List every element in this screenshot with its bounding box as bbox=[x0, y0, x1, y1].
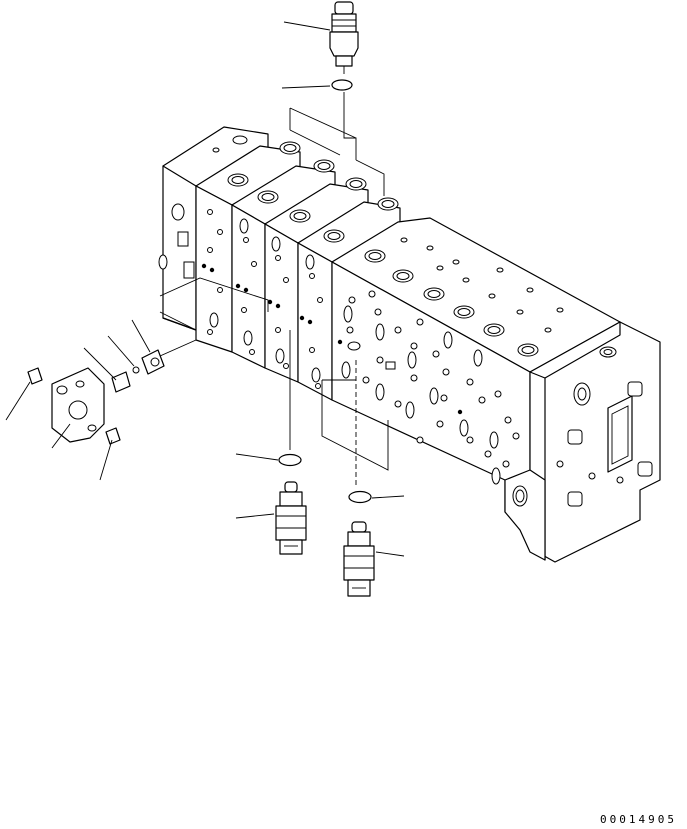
relief-valve-lower-left bbox=[275, 481, 307, 555]
leader-small-o-ring bbox=[107, 335, 135, 367]
leader-collar bbox=[131, 319, 151, 353]
projection-frame-top bbox=[289, 92, 385, 196]
relief-valve-lower-right bbox=[343, 521, 375, 597]
figure-code: 00014905 bbox=[600, 813, 677, 826]
leader-o-ring-top bbox=[281, 85, 331, 89]
leader-o-ring-lower-left bbox=[235, 453, 279, 461]
leader-spacer bbox=[83, 347, 117, 381]
relief-valve-top bbox=[329, 1, 359, 74]
leader-relief-valve-lower-left bbox=[235, 513, 275, 519]
o-ring-lower-right bbox=[348, 490, 372, 504]
leader-bolt-lower bbox=[99, 439, 113, 481]
o-ring-lower-left bbox=[278, 453, 302, 467]
valve-body-assembly bbox=[158, 126, 661, 563]
projection-frame-lower-right bbox=[321, 379, 389, 471]
leader-flange bbox=[51, 423, 71, 449]
leader-relief-valve-lower-right bbox=[375, 551, 405, 557]
assembly-axis bbox=[159, 339, 197, 357]
o-ring-top bbox=[331, 79, 353, 91]
leader-relief-valve-top bbox=[283, 21, 331, 31]
flange-assembly bbox=[27, 349, 165, 445]
leader-bolt bbox=[5, 381, 31, 421]
leader-o-ring-lower-right bbox=[371, 495, 405, 499]
